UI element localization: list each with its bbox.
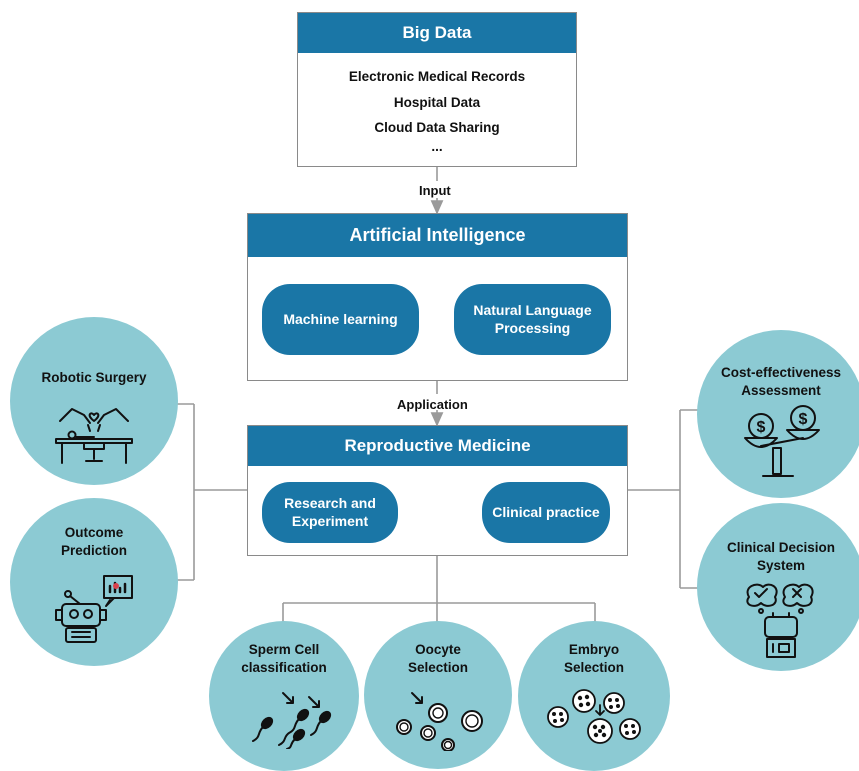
sperm-cells-icon [252, 692, 332, 749]
cost-effectiveness-circle: Cost-effectiveness Assessment $ $ [697, 330, 859, 498]
machine-learning-pill: Machine learning [262, 284, 419, 355]
balance-scale-icon: $ $ [744, 405, 820, 477]
big-data-item: Electronic Medical Records [348, 69, 526, 84]
embryos-icon [547, 689, 641, 744]
clinical-practice-pill: Clinical practice [482, 482, 610, 543]
sperm-circle: Sperm Cell classification [209, 621, 359, 771]
big-data-title: Big Data [298, 13, 576, 53]
ai-box: Artificial Intelligence Machine learning… [247, 213, 628, 381]
ai-title: Artificial Intelligence [248, 214, 627, 257]
big-data-item: ... [431, 139, 443, 154]
oocytes-icon [396, 692, 483, 751]
sperm-title: Sperm Cell classification [241, 642, 327, 675]
reproductive-medicine-box: Reproductive Medicine Research and Exper… [247, 425, 628, 556]
reproductive-medicine-title: Reproductive Medicine [248, 426, 627, 466]
prediction-robot-icon [55, 575, 133, 643]
input-label: Input [419, 183, 451, 198]
oocyte-circle: Oocyte Selection [364, 621, 512, 769]
robotic-surgery-title: Robotic Surgery [41, 370, 147, 385]
outcome-prediction-circle: Outcome Prediction [10, 498, 178, 666]
nlp-pill: Natural Language Processing [454, 284, 611, 355]
big-data-item: Cloud Data Sharing [374, 120, 500, 135]
oocyte-title: Oocyte Selection [407, 642, 469, 675]
clinical-decision-title: Clinical Decision System [726, 540, 836, 573]
clinical-decision-circle: Clinical Decision System [697, 503, 859, 671]
big-data-item: Hospital Data [393, 95, 481, 110]
application-label: Application [397, 397, 468, 412]
research-experiment-pill: Research and Experiment [262, 482, 398, 543]
robotic-surgery-circle: Robotic Surgery [10, 317, 178, 485]
embryo-title: Embryo Selection [563, 642, 625, 675]
surgical-robot-icon [55, 408, 133, 464]
embryo-circle: Embryo Selection [518, 621, 670, 771]
big-data-box: Big Data Electronic Medical Records Hosp… [297, 12, 577, 167]
cost-effectiveness-title: Cost-effectiveness Assessment [720, 365, 842, 398]
decision-robot-icon [746, 583, 814, 658]
svg-text:$: $ [757, 419, 766, 436]
outcome-prediction-title: Outcome Prediction [60, 525, 127, 558]
svg-text:$: $ [799, 411, 808, 428]
